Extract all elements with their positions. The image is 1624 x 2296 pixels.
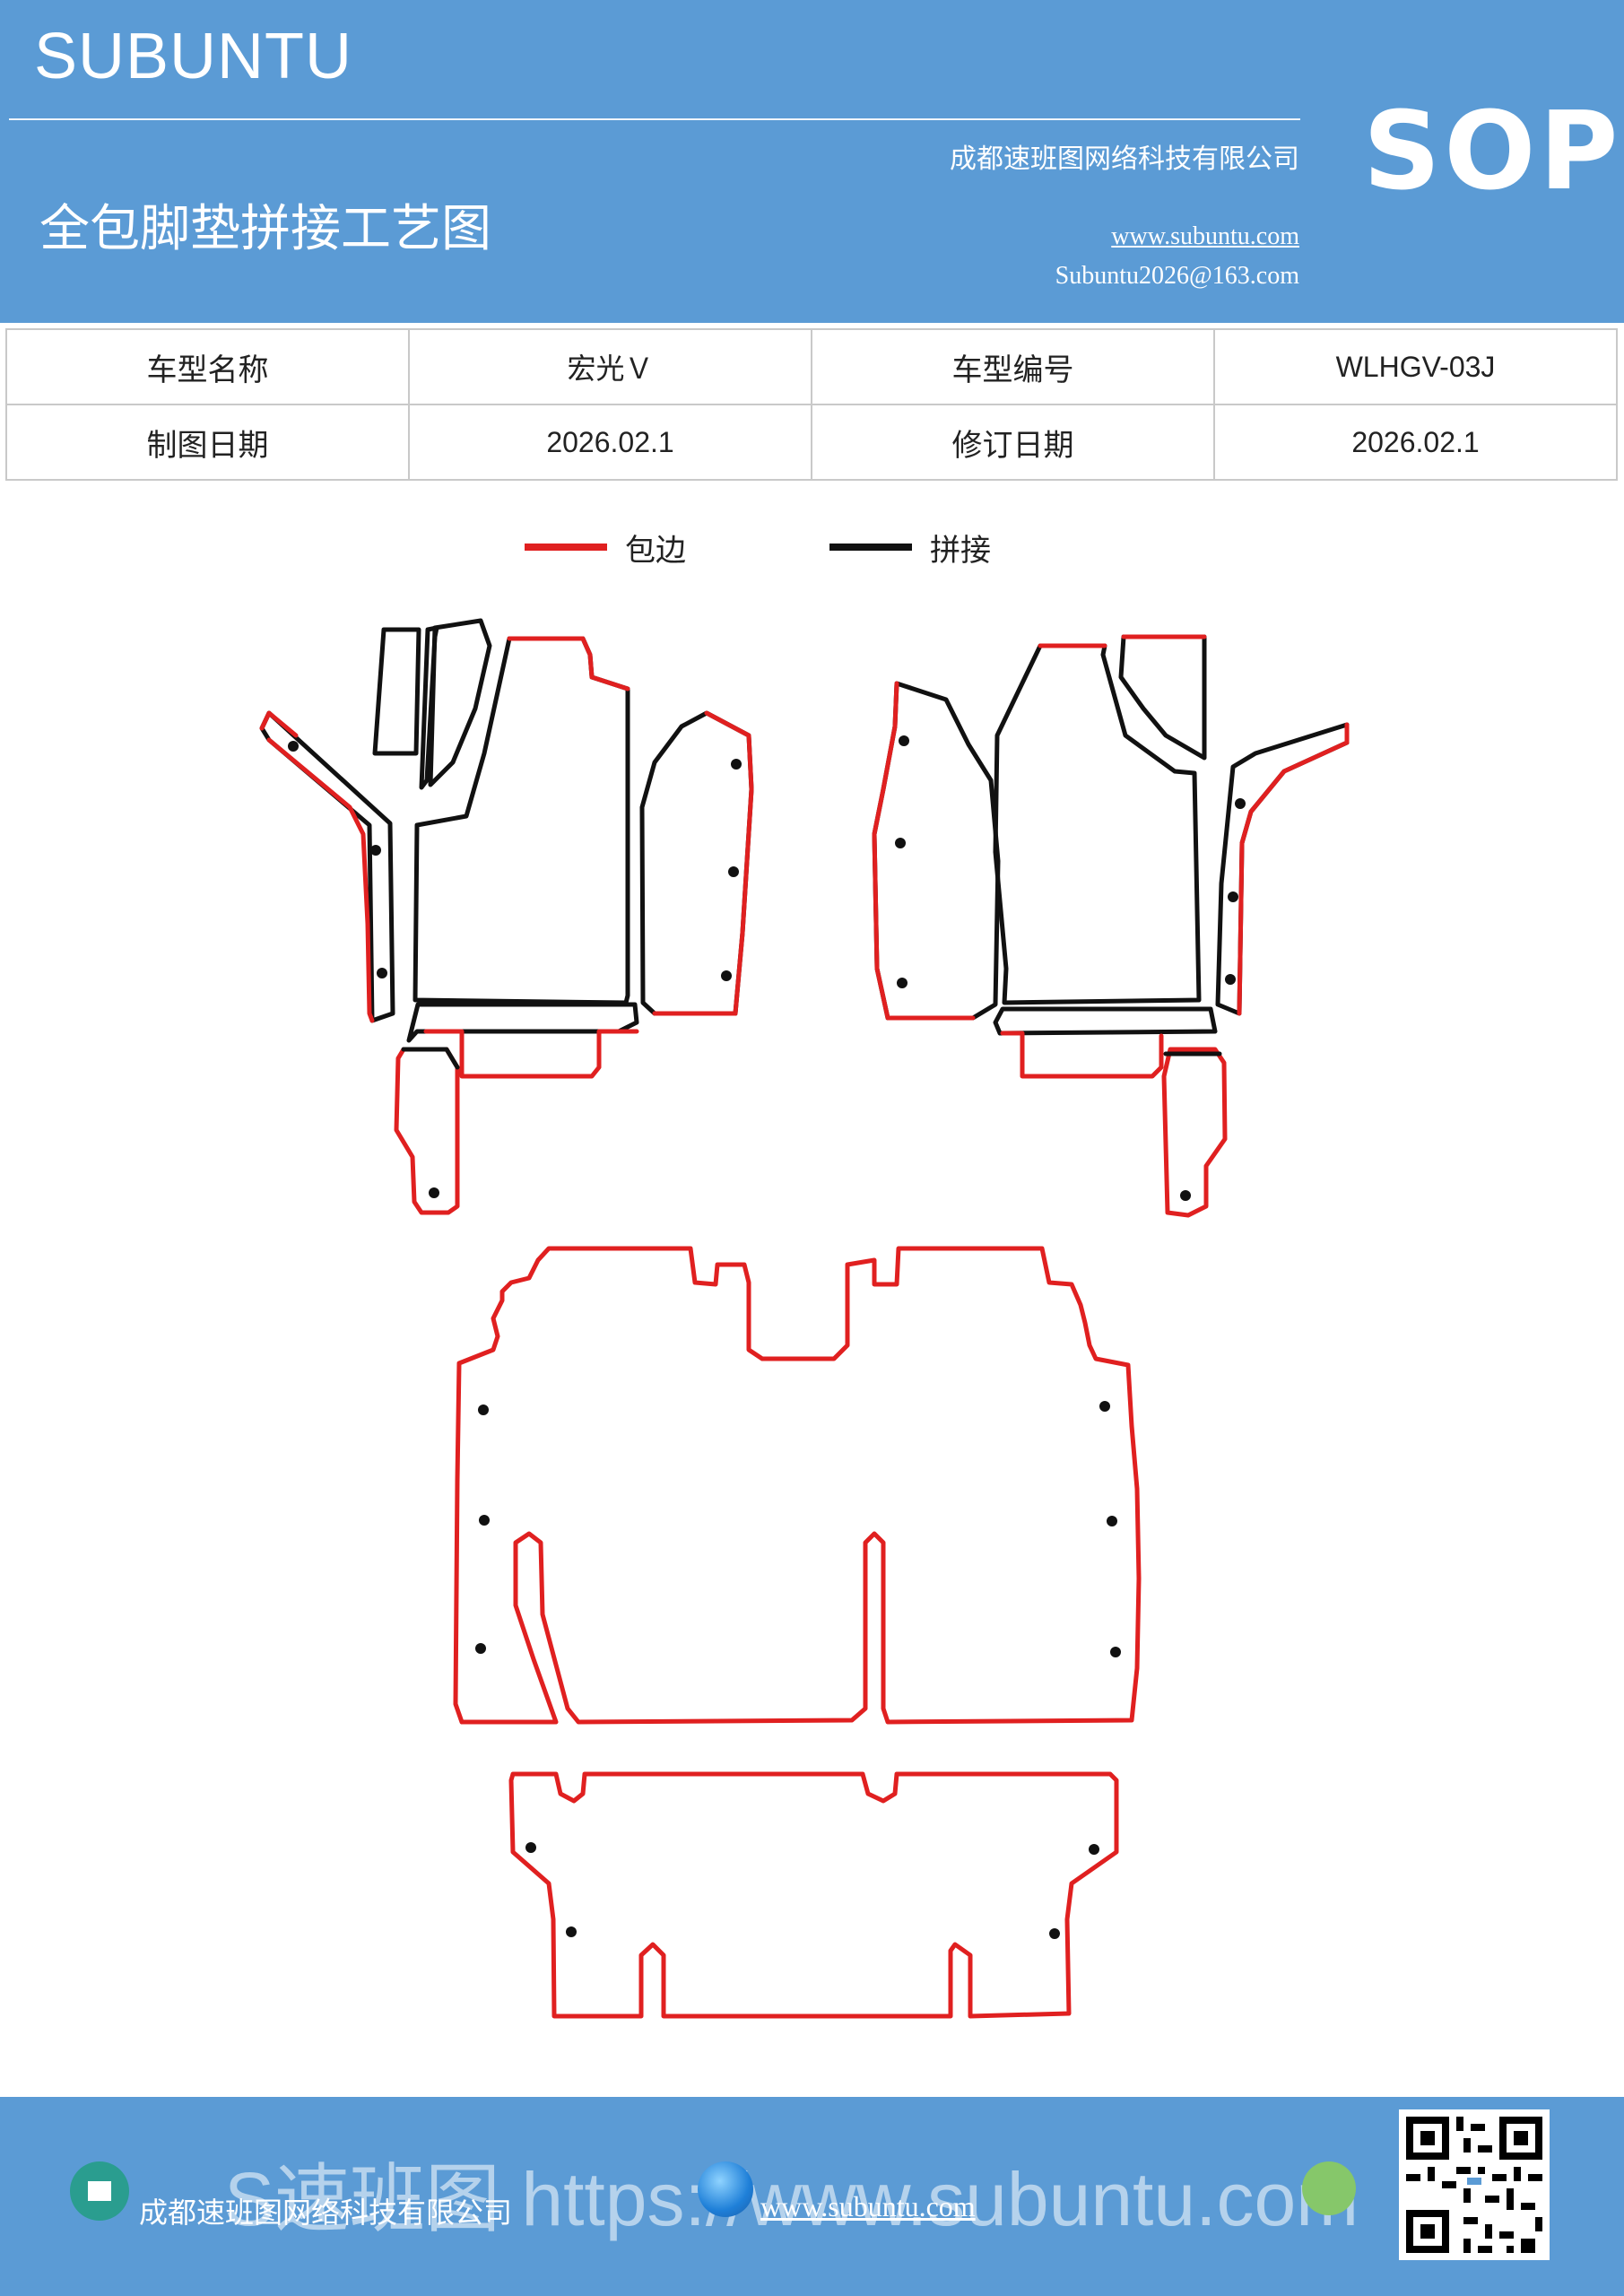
header-banner (0, 0, 1624, 323)
footer-website-link[interactable]: www.subuntu.com (760, 2190, 976, 2222)
brand-name: SUBUNTU (34, 21, 353, 92)
drawing-date-label: 制图日期 (5, 404, 410, 481)
middle-row-mat (453, 1246, 1142, 1725)
building-icon (70, 2161, 129, 2221)
rear-row-mat (508, 1771, 1119, 2019)
drawing-date-value: 2026.02.1 (408, 404, 812, 481)
table-row: 车型名称 宏光Ｖ 车型编号 WLHGV-03J (5, 328, 1618, 405)
floor-mat-drawing (259, 618, 1350, 2019)
globe-icon (698, 2161, 753, 2217)
model-name-value: 宏光Ｖ (408, 328, 812, 405)
website-link[interactable]: www.subuntu.com (1111, 222, 1299, 250)
left-front-mat-set (259, 618, 754, 1215)
page-title: 全包脚垫拼接工艺图 (39, 200, 491, 258)
edging-swatch (525, 544, 607, 551)
right-front-mat-set (872, 634, 1350, 1218)
legend-edging: 包边 (525, 520, 686, 574)
company-name: 成都速班图网络科技有限公司 (950, 144, 1299, 175)
model-name-label: 车型名称 (5, 328, 410, 405)
qr-code-pattern (1399, 2109, 1550, 2260)
table-row: 制图日期 2026.02.1 修订日期 2026.02.1 (5, 404, 1618, 481)
revision-date-label: 修订日期 (811, 404, 1215, 481)
email-address[interactable]: Subuntu2026@163.com (1055, 262, 1299, 290)
model-code-value: WLHGV-03J (1213, 328, 1618, 405)
model-code-label: 车型编号 (811, 328, 1215, 405)
footer-company-name: 成都速班图网络科技有限公司 (139, 2196, 513, 2230)
revision-date-value: 2026.02.1 (1213, 404, 1618, 481)
seam-swatch (829, 544, 912, 551)
chat-icon (1302, 2161, 1356, 2215)
qr-code[interactable] (1399, 2109, 1550, 2260)
footer-watermark: S速班图 https://www.subuntu.com (224, 2157, 1359, 2241)
sop-badge: SOP (1363, 90, 1622, 214)
mounting-holes (288, 735, 1246, 1939)
header-divider (9, 118, 1300, 120)
seam-label: 拼接 (930, 532, 991, 569)
vehicle-info-table: 车型名称 宏光Ｖ 车型编号 WLHGV-03J 制图日期 2026.02.1 修… (5, 328, 1618, 481)
edging-label: 包边 (625, 532, 686, 569)
legend-seam: 拼接 (829, 520, 991, 574)
